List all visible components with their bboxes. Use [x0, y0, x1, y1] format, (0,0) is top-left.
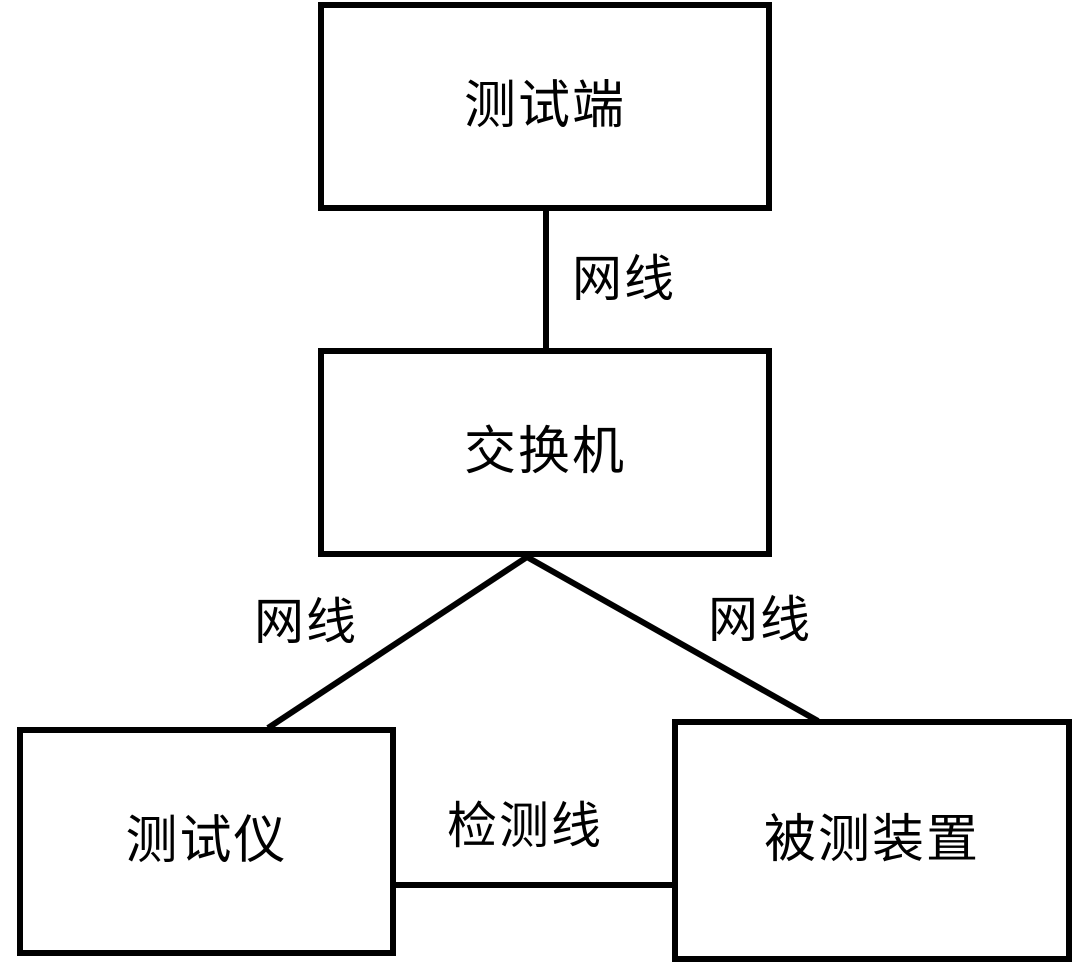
node-test-terminal[interactable]: 测试端: [318, 2, 772, 211]
node-device-under-test[interactable]: 被测装置: [672, 719, 1072, 962]
connector-switch-dut: [525, 554, 820, 724]
node-tester[interactable]: 测试仪: [17, 727, 396, 956]
edge-label-switch-dut: 网线: [708, 592, 812, 648]
node-label-test-terminal: 测试端: [463, 77, 626, 135]
edge-label-terminal-switch: 网线: [572, 251, 676, 307]
edge-label-tester-dut: 检测线: [447, 798, 603, 854]
node-switch[interactable]: 交换机: [318, 348, 772, 557]
connector-switch-tester: [266, 554, 529, 731]
node-label-tester: 测试仪: [125, 812, 288, 870]
node-label-device-under-test: 被测装置: [763, 811, 980, 869]
edge-label-switch-tester: 网线: [254, 594, 358, 650]
node-label-switch: 交换机: [463, 423, 626, 481]
